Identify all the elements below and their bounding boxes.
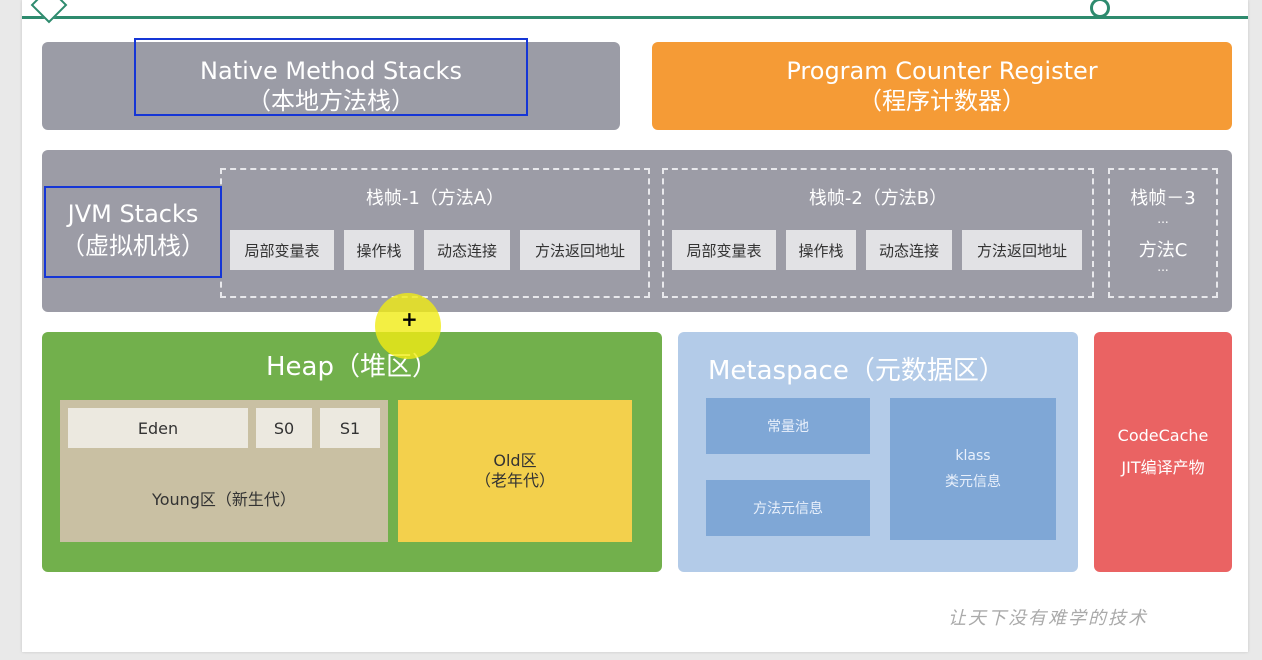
frame-2-cell: 局部变量表 (672, 230, 776, 270)
frame-1-cell: 局部变量表 (230, 230, 334, 270)
eden-cell: Eden (68, 408, 248, 448)
header-divider (22, 16, 1248, 19)
cursor-highlight: + (375, 293, 441, 359)
s0-cell: S0 (256, 408, 312, 448)
stack-frame-3-method: 方法C (1138, 240, 1188, 261)
stack-frame-1: 栈帧-1（方法A） 局部变量表 操作栈 动态连接 方法返回地址 (220, 168, 650, 298)
pcr-title: Program Counter Register (786, 57, 1098, 85)
slogan-text: 让天下没有难学的技术 (948, 608, 1148, 629)
logo-diamond-icon (30, 0, 68, 24)
heap-title: Heap（堆区） (266, 352, 438, 382)
codecache-area: CodeCache JIT编译产物 (1094, 332, 1232, 572)
stack-frame-3-dots-top: ... (1157, 212, 1169, 226)
native-subtitle: （本地方法栈） (247, 87, 415, 115)
brand-circle-icon (1090, 0, 1110, 18)
old-generation: Old区 （老年代） (398, 400, 632, 542)
jvm-stacks: JVM Stacks （虚拟机栈） 栈帧-1（方法A） 局部变量表 操作栈 动态… (42, 150, 1232, 312)
young-generation: Eden S0 S1 Young区（新生代） (60, 400, 388, 542)
program-counter-register: Program Counter Register （程序计数器） (652, 42, 1232, 130)
stack-frame-2-title: 栈帧-2（方法B） (808, 188, 948, 209)
frame-1-cell: 操作栈 (344, 230, 414, 270)
constant-pool-cell: 常量池 (706, 398, 870, 454)
stack-frame-3-title: 栈帧－3 (1130, 188, 1196, 209)
metaspace-area: Metaspace（元数据区） 常量池 方法元信息 klass 类元信息 (678, 332, 1078, 572)
frame-2-cell: 动态连接 (866, 230, 952, 270)
codecache-title: CodeCache (1117, 426, 1209, 445)
brand-logo (1090, 0, 1240, 18)
old-title: Old区 (493, 451, 537, 470)
frame-1-cell: 方法返回地址 (520, 230, 640, 270)
young-label: Young区（新生代） (152, 490, 296, 509)
s1-cell: S1 (320, 408, 380, 448)
heap-area: Heap（堆区） Eden S0 S1 Young区（新生代） Old区 （老年… (42, 332, 662, 572)
frame-2-cell: 操作栈 (786, 230, 856, 270)
klass-info-label: 类元信息 (945, 474, 1001, 490)
pcr-subtitle: （程序计数器） (858, 87, 1026, 115)
codecache-subtitle: JIT编译产物 (1121, 458, 1205, 477)
klass-cell: klass 类元信息 (890, 398, 1056, 540)
old-subtitle: （老年代） (474, 471, 555, 490)
cursor-crosshair-icon: + (401, 307, 418, 331)
stack-frame-3-dots-bottom: ... (1157, 260, 1169, 274)
frame-2-cell: 方法返回地址 (962, 230, 1082, 270)
jvm-subtitle: （虚拟机栈） (61, 232, 205, 260)
native-title: Native Method Stacks (200, 57, 462, 85)
method-metadata-cell: 方法元信息 (706, 480, 870, 536)
slide: Native Method Stacks （本地方法栈） Program Cou… (22, 0, 1248, 652)
frame-1-cell: 动态连接 (424, 230, 510, 270)
metaspace-title: Metaspace（元数据区） (708, 356, 1005, 386)
jvm-stacks-selection-highlight (44, 186, 222, 278)
stack-frame-2: 栈帧-2（方法B） 局部变量表 操作栈 动态连接 方法返回地址 (662, 168, 1094, 298)
jvm-title: JVM Stacks (67, 200, 199, 228)
klass-label: klass (955, 448, 991, 464)
native-selection-highlight (134, 38, 528, 116)
stack-frame-3: 栈帧－3 ... 方法C ... (1108, 168, 1218, 298)
jvm-stacks-label: JVM Stacks （虚拟机栈） (44, 198, 222, 262)
stack-frame-1-title: 栈帧-1（方法A） (365, 188, 505, 209)
